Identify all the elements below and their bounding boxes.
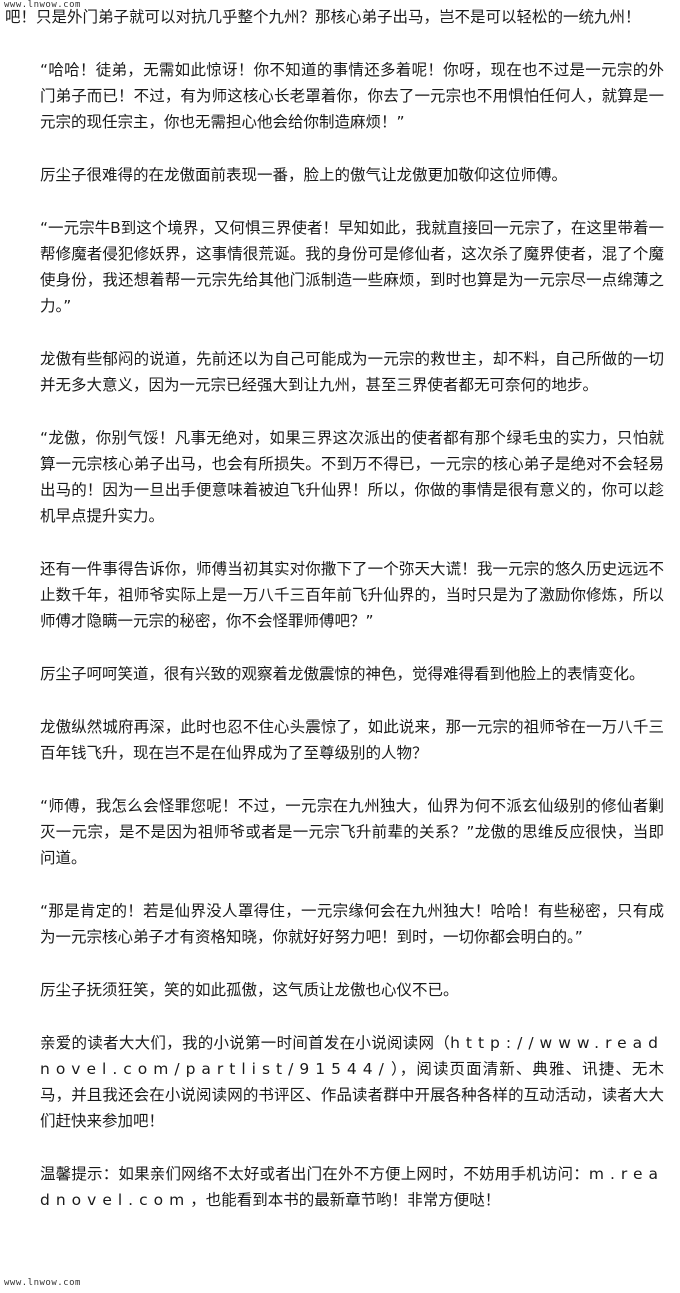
promo-text-after: ），阅读页面清新、典雅、讯捷、无木马，并且我还会在小说阅读网的书评区、作品读者群… bbox=[40, 1060, 664, 1130]
tip-text-before: 温馨提示：如果亲们网络不太好或者出门在外不方便上网时，不妨用手机访问： bbox=[40, 1165, 589, 1183]
watermark-top: www.lnwow.com bbox=[4, 0, 81, 10]
promo-paragraph: 亲爱的读者大大们，我的小说第一时间首发在小说阅读网（http://www.rea… bbox=[0, 1030, 680, 1134]
paragraph-9: 龙傲纵然城府再深，此时也忍不住心头震惊了，如此说来，那一元宗的祖师爷在一万八千三… bbox=[40, 718, 664, 762]
watermark-bottom: www.lnwow.com bbox=[4, 1278, 81, 1288]
document-body: 吧！只是外门弟子就可以对抗几乎整个九州？那核心弟子出马，岂不是可以轻松的一统九州… bbox=[0, 4, 680, 1213]
paragraph-6: “龙傲，你别气馁！凡事无绝对，如果三界这次派出的使者都有那个绿毛虫的实力，只怕就… bbox=[40, 429, 664, 525]
paragraph-2: “哈哈！徒弟，无需如此惊讶！你不知道的事情还多着呢！你呀，现在也不过是一元宗的外… bbox=[40, 61, 664, 131]
tip-url-link[interactable]: m.readnovel.com bbox=[40, 1165, 664, 1209]
promo-url-link[interactable]: http://www.readnovel.com/partlist/91544/ bbox=[40, 1034, 664, 1078]
paragraph-4: “一元宗牛B到这个境界，又何惧三界使者！早知如此，我就直接回一元宗了，在这里带着… bbox=[40, 219, 664, 315]
tip-text-after: ，也能看到本书的最新章节哟！非常方便哒！ bbox=[190, 1191, 501, 1209]
tip-paragraph: 温馨提示：如果亲们网络不太好或者出门在外不方便上网时，不妨用手机访问：m.rea… bbox=[0, 1161, 680, 1213]
paragraph-5: 龙傲有些郁闷的说道，先前还以为自己可能成为一元宗的救世主，却不料，自己所做的一切… bbox=[40, 350, 664, 394]
paragraph-10: “师傅，我怎么会怪罪您呢！不过，一元宗在九州独大，仙界为何不派玄仙级别的修仙者剿… bbox=[40, 797, 664, 867]
paragraph-11: “那是肯定的！若是仙界没人罩得住，一元宗缘何会在九州独大！哈哈！有些秘密，只有成… bbox=[40, 902, 664, 946]
promo-text-before: 亲爱的读者大大们，我的小说第一时间首发在小说阅读网（ bbox=[40, 1034, 451, 1052]
paragraph-7: 还有一件事得告诉你，师傅当初其实对你撒下了一个弥天大谎！我一元宗的悠久历史远远不… bbox=[40, 560, 664, 630]
paragraph-1: 吧！只是外门弟子就可以对抗几乎整个九州？那核心弟子出马，岂不是可以轻松的一统九州… bbox=[5, 8, 641, 26]
paragraph-12: 厉尘子抚须狂笑，笑的如此孤傲，这气质让龙傲也心仪不已。 bbox=[40, 981, 459, 999]
paragraph-3: 厉尘子很难得的在龙傲面前表现一番，脸上的傲气让龙傲更加敬仰这位师傅。 bbox=[40, 166, 568, 184]
paragraph-8: 厉尘子呵呵笑道，很有兴致的观察着龙傲震惊的神色，觉得难得看到他脸上的表情变化。 bbox=[40, 665, 645, 683]
